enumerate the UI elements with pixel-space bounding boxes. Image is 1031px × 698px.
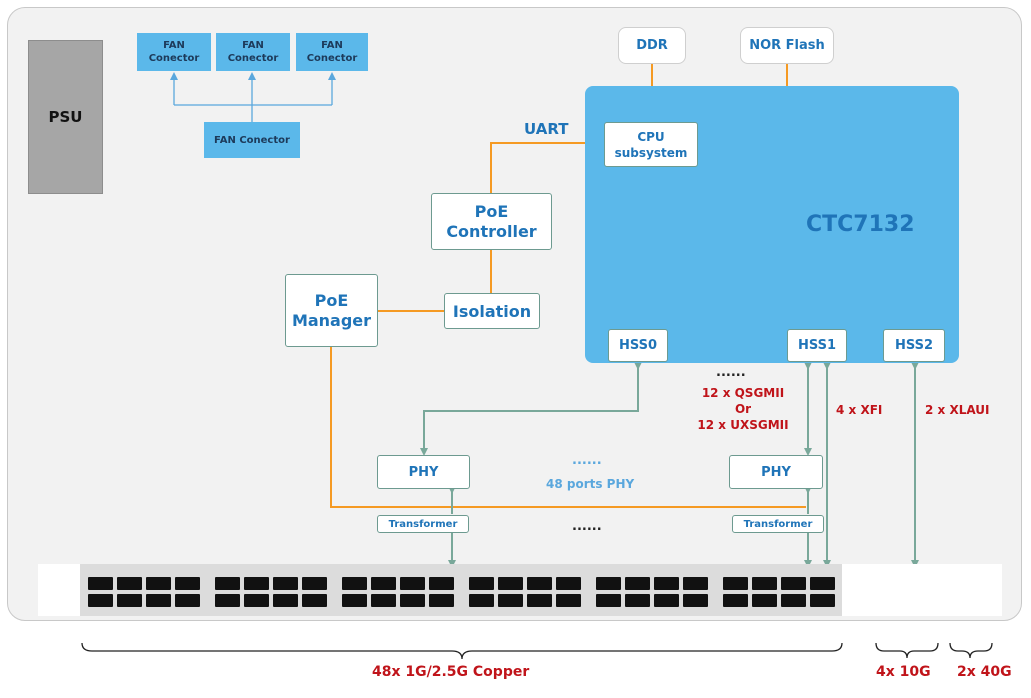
chip-name: CTC7132 [806, 212, 915, 237]
copper-port [596, 577, 621, 590]
copper-port [302, 577, 327, 590]
copper-port [302, 594, 327, 607]
copper-port [146, 594, 171, 607]
xlaui-label: 2 x XLAUI [925, 403, 990, 417]
hss2-block: HSS2 [883, 329, 945, 362]
transformer-block-1: Transformer [377, 515, 469, 533]
copper-port [429, 577, 454, 590]
qsgmii-text: 12 x QSGMII [701, 386, 785, 400]
copper-port [244, 577, 269, 590]
copper-port [342, 577, 367, 590]
copper-port [596, 594, 621, 607]
copper-port [723, 577, 748, 590]
copper-port [117, 577, 142, 590]
copper-port [723, 594, 748, 607]
copper-port [469, 577, 494, 590]
poe-manager-block: PoE Manager [285, 274, 378, 347]
copper-label: 48x 1G/2.5G Copper [372, 664, 530, 680]
copper-port [371, 594, 396, 607]
copper-port [781, 594, 806, 607]
ddr-block: DDR [618, 27, 686, 64]
xfi-label: 4 x XFI [836, 403, 883, 417]
copper-port [654, 594, 679, 607]
copper-port [683, 594, 708, 607]
green-lines [420, 362, 919, 568]
copper-port [781, 577, 806, 590]
dots-phy: ...... [572, 453, 602, 468]
uart-label: UART [524, 120, 569, 138]
copper-port [371, 577, 396, 590]
tenG-brace [875, 642, 939, 659]
copper-port [498, 577, 523, 590]
copper-port [654, 577, 679, 590]
poe-controller-block: PoE Controller [431, 193, 552, 250]
transformer-block-2: Transformer [732, 515, 824, 533]
copper-port [215, 594, 240, 607]
copper-port [273, 594, 298, 607]
nor-flash-block: NOR Flash [740, 27, 834, 64]
copper-port [527, 594, 552, 607]
copper-port [117, 594, 142, 607]
copper-port [400, 594, 425, 607]
copper-brace [81, 642, 843, 660]
copper-port [810, 577, 835, 590]
copper-port [400, 577, 425, 590]
copper-port [556, 594, 581, 607]
copper-port [175, 594, 200, 607]
copper-port [273, 577, 298, 590]
copper-port [244, 594, 269, 607]
qsgmii-label: 12 x QSGMII Or 12 x UXSGMII [688, 385, 798, 433]
copper-port [752, 577, 777, 590]
dots-hss: ...... [716, 365, 746, 380]
tenG-label: 4x 10G [876, 664, 931, 680]
uxsgmii-text: 12 x UXSGMII [697, 418, 789, 432]
copper-port [342, 594, 367, 607]
copper-port [146, 577, 171, 590]
fan-connector-2: FAN Conector [216, 33, 290, 71]
copper-port [88, 594, 113, 607]
psu-block: PSU [28, 40, 103, 194]
copper-port-area [80, 564, 842, 616]
phy-block-1: PHY [377, 455, 470, 489]
copper-port [215, 577, 240, 590]
copper-port [625, 577, 650, 590]
fan-connector-1: FAN Conector [137, 33, 211, 71]
fan-connector-main: FAN Conector [204, 122, 300, 158]
fortyG-brace [949, 642, 993, 659]
copper-port [469, 594, 494, 607]
copper-port [88, 577, 113, 590]
ports-phy-label: 48 ports PHY [546, 477, 635, 491]
dots-transformer: ...... [572, 519, 602, 534]
copper-port [556, 577, 581, 590]
hss0-block: HSS0 [608, 329, 668, 362]
copper-port [625, 594, 650, 607]
cpu-subsystem-block: CPU subsystem [604, 122, 698, 167]
copper-port [429, 594, 454, 607]
copper-port [683, 577, 708, 590]
isolation-block: Isolation [444, 293, 540, 329]
or-text: Or [734, 402, 752, 416]
copper-port [752, 594, 777, 607]
fan-lines [170, 72, 336, 122]
copper-port [810, 594, 835, 607]
copper-port [498, 594, 523, 607]
hss1-block: HSS1 [787, 329, 847, 362]
copper-port [527, 577, 552, 590]
phy-block-2: PHY [729, 455, 823, 489]
copper-port [175, 577, 200, 590]
fortyG-label: 2x 40G [957, 664, 1012, 680]
fan-connector-3: FAN Conector [296, 33, 368, 71]
